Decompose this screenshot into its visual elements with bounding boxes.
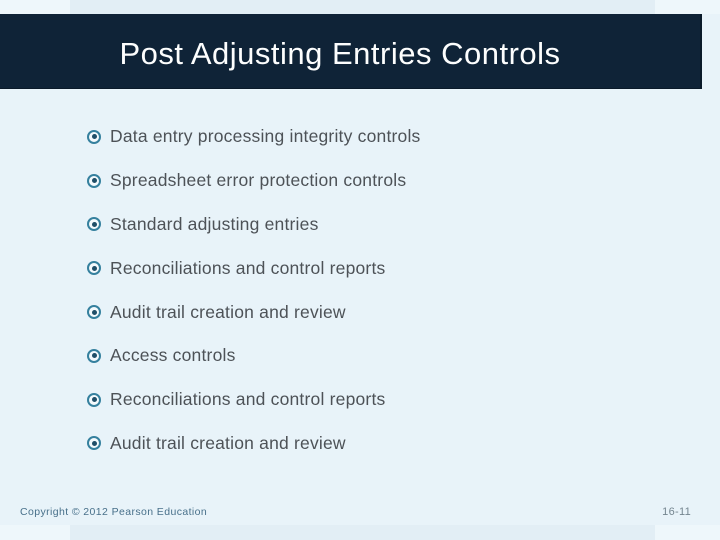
bottom-edge-inner-band: [70, 525, 655, 540]
target-bullet-icon: [87, 305, 101, 320]
bullet-item: Audit trail creation and review: [87, 290, 421, 334]
bullet-item: Standard adjusting entries: [87, 203, 421, 247]
bullet-item: Reconciliations and control reports: [87, 246, 421, 290]
bullet-text: Audit trail creation and review: [110, 301, 346, 322]
top-edge-inner-band: [70, 0, 655, 14]
bullet-text: Reconciliations and control reports: [110, 389, 386, 410]
bullet-item: Spreadsheet error protection controls: [87, 159, 421, 203]
top-edge-strip: [0, 0, 720, 14]
bullet-item: Audit trail creation and review: [87, 422, 421, 466]
bullet-text: Access controls: [110, 345, 236, 366]
target-bullet-icon: [87, 392, 101, 407]
bullet-text: Reconciliations and control reports: [110, 257, 386, 278]
slide-number: 16-11: [662, 506, 691, 518]
target-bullet-icon: [87, 129, 101, 144]
bullet-list: Data entry processing integrity controls…: [87, 115, 421, 465]
bullet-item: Access controls: [87, 334, 421, 378]
copyright-text: Copyright © 2012 Pearson Education: [20, 506, 208, 518]
title-band: Post Adjusting Entries Controls: [0, 14, 702, 89]
bullet-item: Data entry processing integrity controls: [87, 115, 421, 159]
bullet-text: Spreadsheet error protection controls: [110, 170, 407, 191]
slide-title: Post Adjusting Entries Controls: [119, 36, 561, 71]
target-bullet-icon: [87, 436, 101, 451]
target-bullet-icon: [87, 348, 101, 363]
bullet-text: Data entry processing integrity controls: [110, 126, 421, 147]
target-bullet-icon: [87, 173, 101, 188]
target-bullet-icon: [87, 261, 101, 276]
bottom-edge-strip: [0, 525, 720, 540]
target-bullet-icon: [87, 217, 101, 232]
bullet-text: Standard adjusting entries: [110, 213, 319, 234]
bullet-item: Reconciliations and control reports: [87, 378, 421, 422]
bullet-text: Audit trail creation and review: [110, 432, 346, 453]
